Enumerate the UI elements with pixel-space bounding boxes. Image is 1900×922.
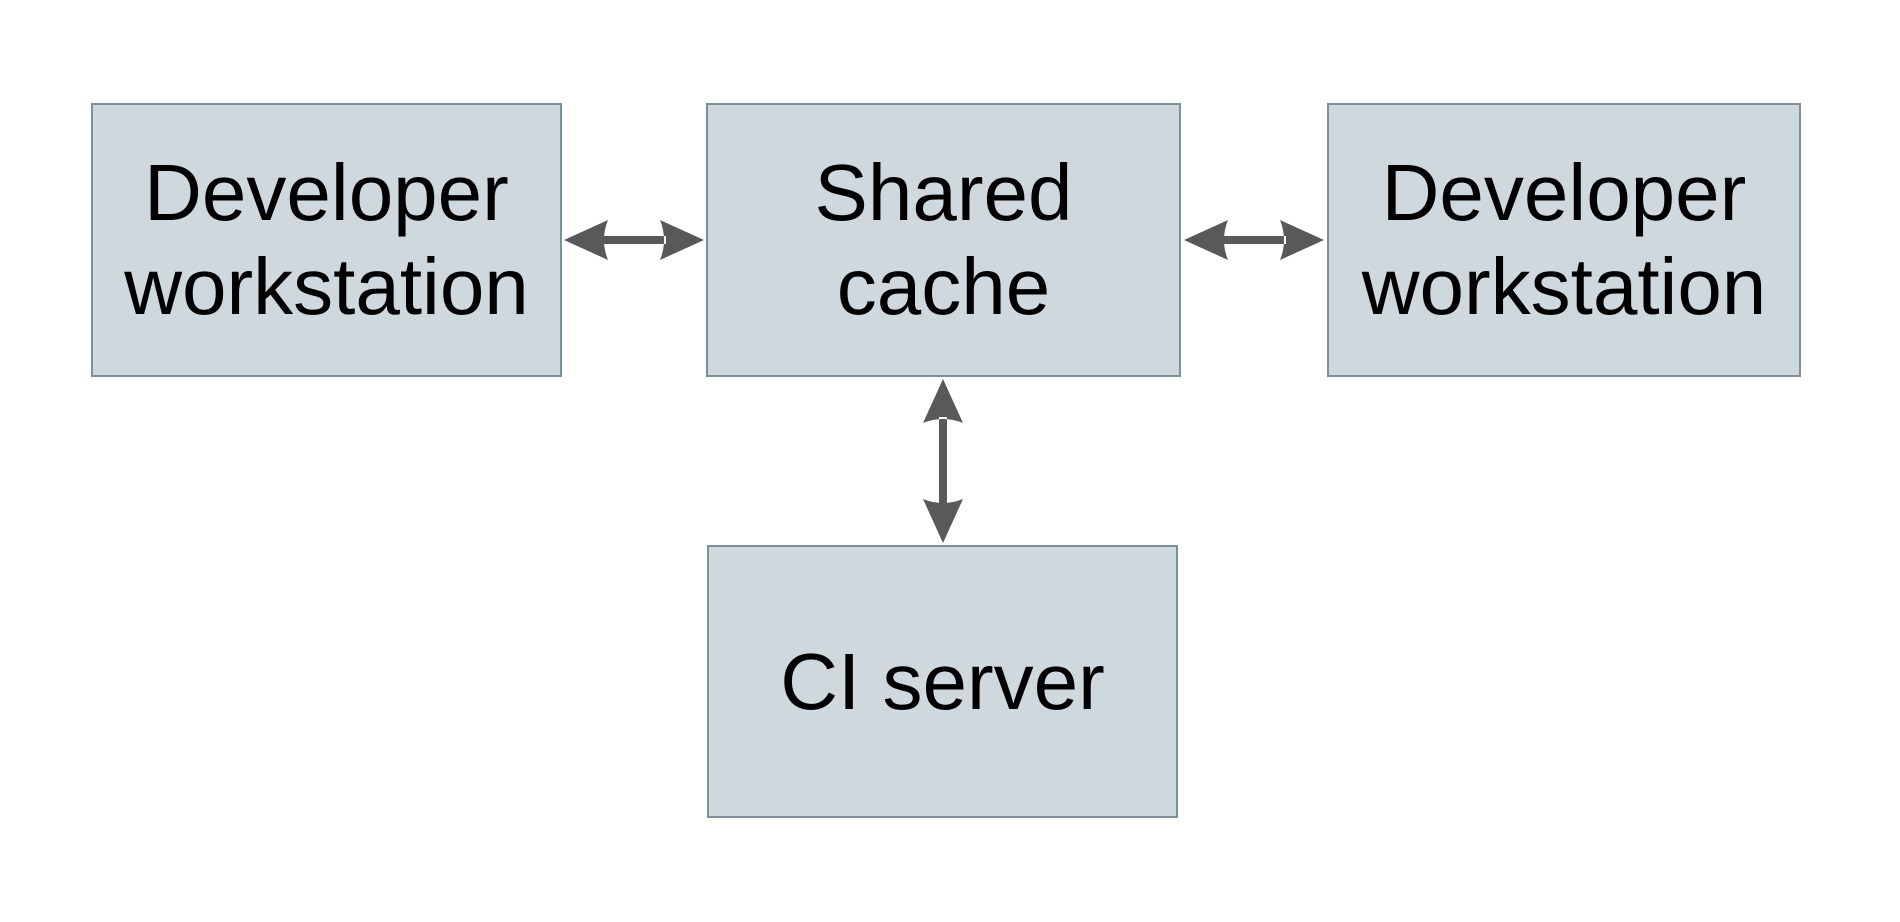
node-ci-server: CI server <box>707 545 1178 818</box>
node-developer-workstation-right: Developer workstation <box>1327 103 1801 377</box>
label-line: Developer <box>144 148 509 237</box>
node-shared-cache-label: Shared cache <box>815 146 1073 334</box>
label-line: CI server <box>780 636 1105 726</box>
double-arrow-shape <box>923 379 963 543</box>
node-developer-workstation-right-label: Developer workstation <box>1362 146 1767 334</box>
edge-dev-left-shared-cache-bidirectional-arrow <box>564 220 704 260</box>
node-developer-workstation-left-label: Developer workstation <box>124 146 529 334</box>
node-ci-server-label: CI server <box>780 635 1105 729</box>
label-line: workstation <box>124 242 529 331</box>
edge-shared-cache-dev-right-bidirectional-arrow <box>1184 220 1324 260</box>
label-line: cache <box>836 242 1051 331</box>
double-arrow-shape <box>1184 220 1324 260</box>
node-shared-cache: Shared cache <box>706 103 1181 377</box>
label-line: Shared <box>814 148 1073 237</box>
label-line: workstation <box>1361 242 1767 331</box>
double-arrow-shape <box>564 220 704 260</box>
edge-shared-cache-ci-server-bidirectional-arrow <box>923 379 963 543</box>
label-line: Developer <box>1381 148 1747 237</box>
node-developer-workstation-left: Developer workstation <box>91 103 562 377</box>
